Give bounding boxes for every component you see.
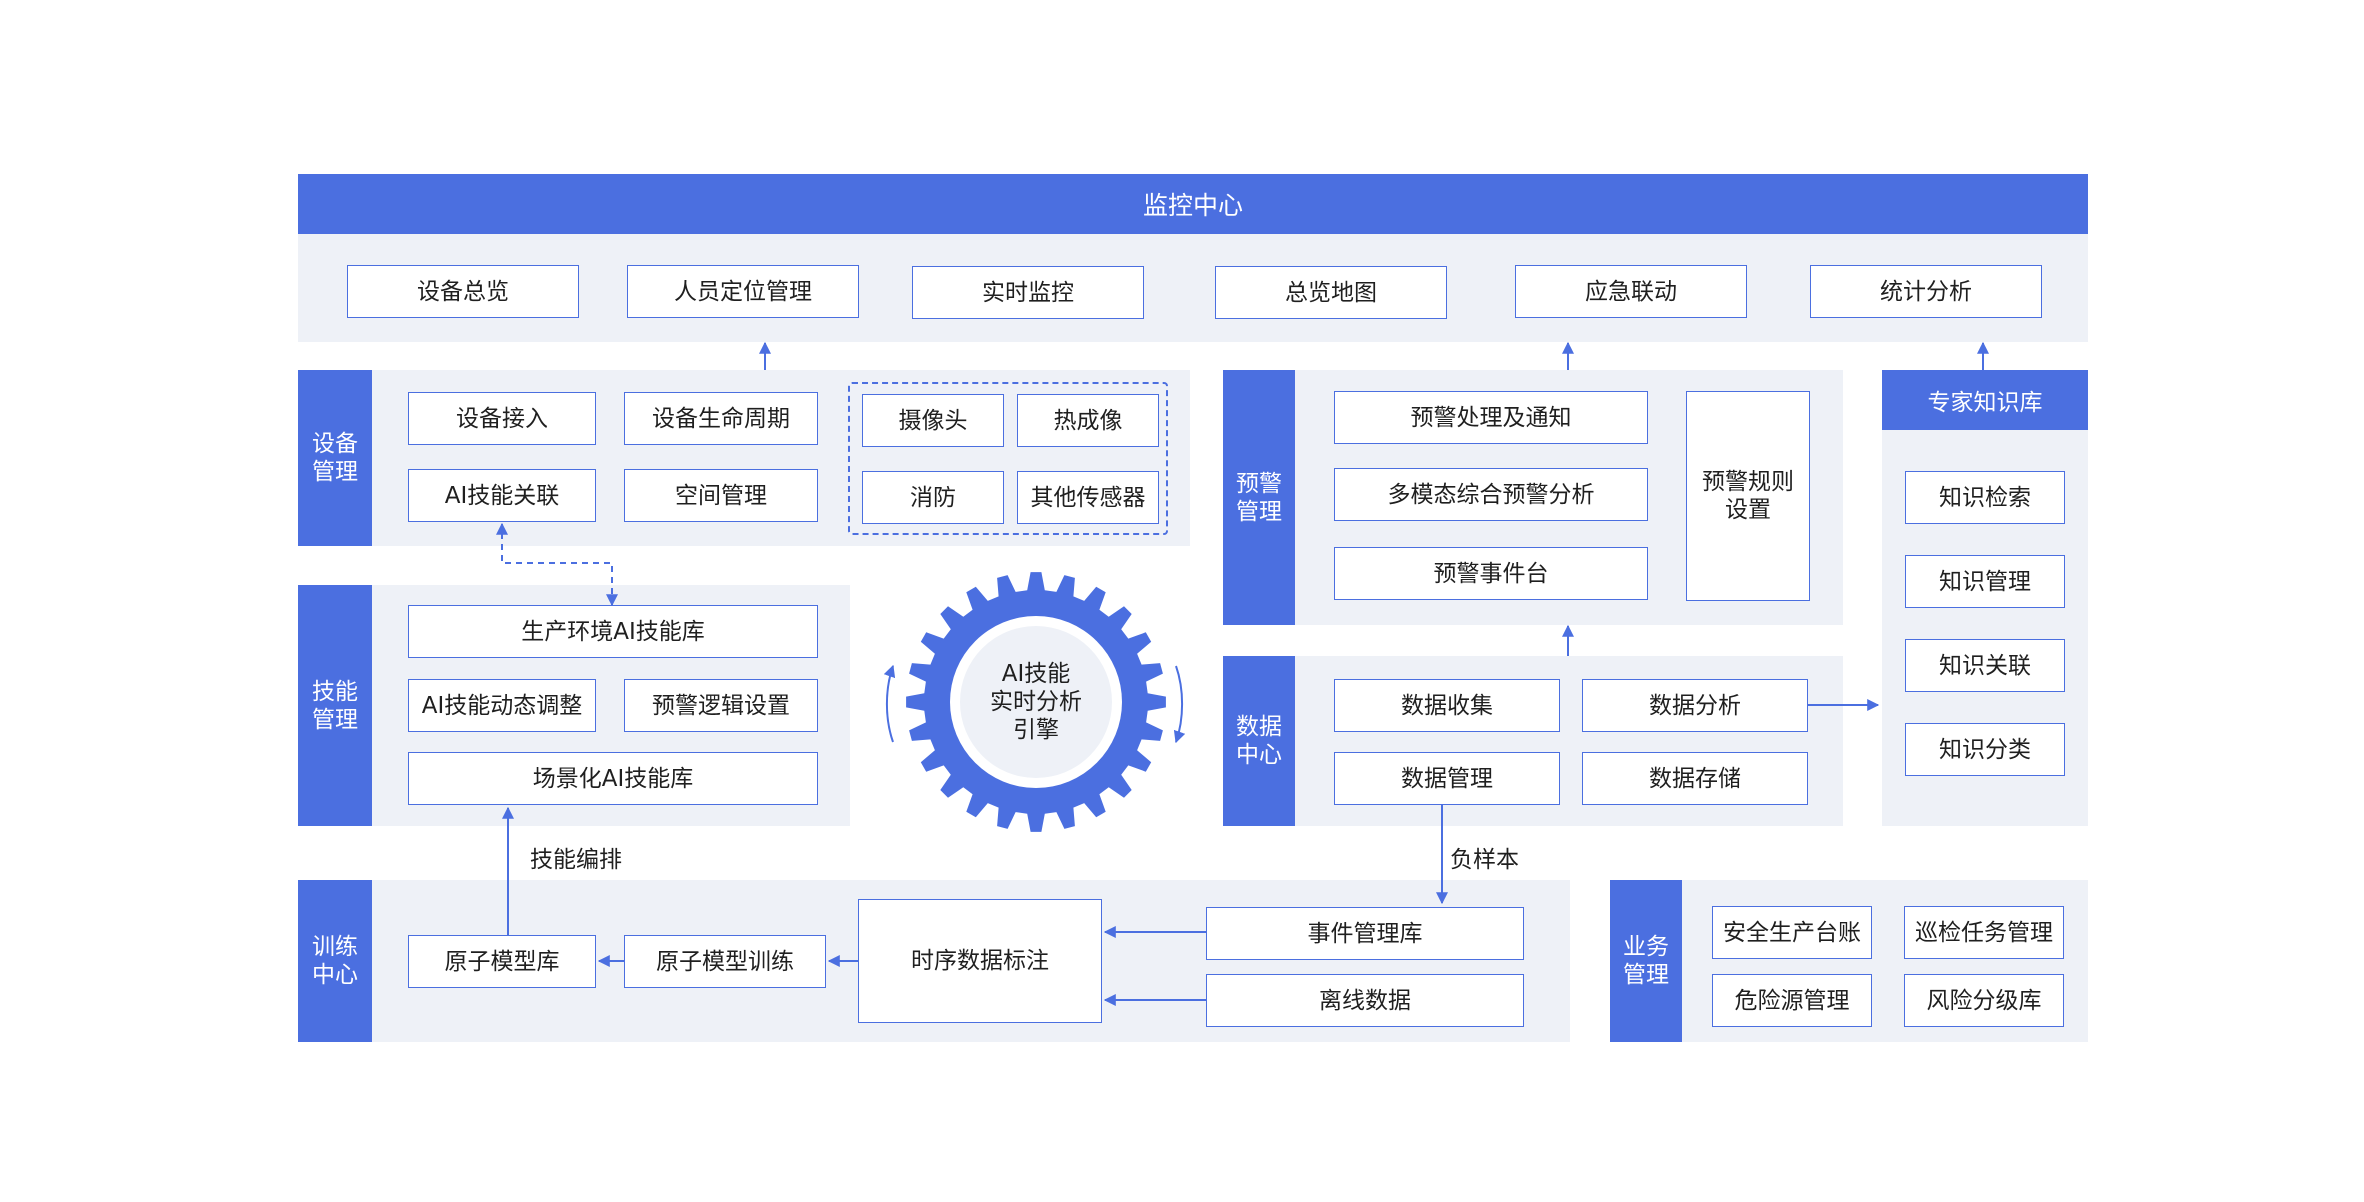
data-analysis-box: 数据分析: [1582, 679, 1808, 732]
hazard-source-mgmt-box: 危险源管理: [1712, 974, 1872, 1027]
data-storage-box: 数据存储: [1582, 752, 1808, 805]
fire-box: 消防: [862, 471, 1004, 524]
knowledge-classification-box: 知识分类: [1905, 723, 2065, 776]
other-sensors-box: 其他传感器: [1017, 471, 1159, 524]
monitor-item-realtime-monitoring: 实时监控: [912, 266, 1144, 319]
training-center-title: 训练中心: [298, 880, 372, 1042]
inspection-task-mgmt-box: 巡检任务管理: [1904, 906, 2064, 959]
risk-grading-library-box: 风险分级库: [1904, 974, 2064, 1027]
monitor-item-device-overview: 设备总览: [347, 265, 579, 318]
knowledge-management-box: 知识管理: [1905, 555, 2065, 608]
engine-label-line1: AI技能: [1001, 661, 1071, 687]
alert-mgmt-title: 预警管理: [1223, 370, 1295, 625]
skill-orchestration-label: 技能编排: [530, 847, 622, 873]
multimodal-alert-analysis-box: 多模态综合预警分析: [1334, 468, 1648, 521]
negative-samples-label: 负样本: [1450, 847, 1519, 873]
monitor-item-overview-map: 总览地图: [1215, 266, 1447, 319]
safety-ledger-box: 安全生产台账: [1712, 906, 1872, 959]
gear-inner-disc: [960, 626, 1112, 778]
rotation-arc-right: [1173, 665, 1186, 744]
skill-mgmt-title: 技能管理: [298, 585, 372, 826]
scenario-ai-skill-library-box: 场景化AI技能库: [408, 752, 818, 805]
atomic-model-training-box: 原子模型训练: [624, 935, 826, 988]
offline-data-box: 离线数据: [1206, 974, 1524, 1027]
rotation-arc-left: [883, 664, 896, 743]
device-access-box: 设备接入: [408, 392, 596, 445]
monitor-item-personnel-positioning: 人员定位管理: [627, 265, 859, 318]
production-ai-skill-library-box: 生产环境AI技能库: [408, 605, 818, 658]
ai-skill-dynamic-adjust-box: AI技能动态调整: [408, 679, 596, 732]
monitor-center-title: 监控中心: [298, 174, 2088, 234]
alert-event-desk-box: 预警事件台: [1334, 547, 1648, 600]
device-lifecycle-box: 设备生命周期: [624, 392, 818, 445]
device-mgmt-title: 设备管理: [298, 370, 372, 546]
knowledge-association-box: 知识关联: [1905, 639, 2065, 692]
alert-handling-notify-box: 预警处理及通知: [1334, 391, 1648, 444]
atomic-model-library-box: 原子模型库: [408, 935, 596, 988]
time-series-annotation-box: 时序数据标注: [858, 899, 1102, 1023]
camera-box: 摄像头: [862, 394, 1004, 447]
engine-label: AI技能 实时分析 引擎: [936, 660, 1136, 744]
monitor-item-statistics: 统计分析: [1810, 265, 2042, 318]
data-management-box: 数据管理: [1334, 752, 1560, 805]
event-management-library-box: 事件管理库: [1206, 907, 1524, 960]
arrow-skill-to-device-dashed: [496, 522, 618, 607]
space-mgmt-box: 空间管理: [624, 469, 818, 522]
monitor-center-panel: [298, 234, 2088, 342]
device-types-group: [848, 382, 1168, 535]
alert-rules-setting-box: 预警规则设置: [1686, 391, 1810, 601]
expert-kb-title: 专家知识库: [1882, 370, 2088, 430]
data-collection-box: 数据收集: [1334, 679, 1560, 732]
monitor-item-emergency-linkage: 应急联动: [1515, 265, 1747, 318]
knowledge-search-box: 知识检索: [1905, 471, 2065, 524]
alert-logic-setting-box: 预警逻辑设置: [624, 679, 818, 732]
thermal-imaging-box: 热成像: [1017, 394, 1159, 447]
engine-label-line2: 实时分析: [990, 689, 1082, 715]
ai-skill-association-box: AI技能关联: [408, 469, 596, 522]
data-center-title: 数据中心: [1223, 656, 1295, 826]
business-mgmt-title: 业务管理: [1610, 880, 1682, 1042]
engine-label-line3: 引擎: [1013, 717, 1059, 743]
